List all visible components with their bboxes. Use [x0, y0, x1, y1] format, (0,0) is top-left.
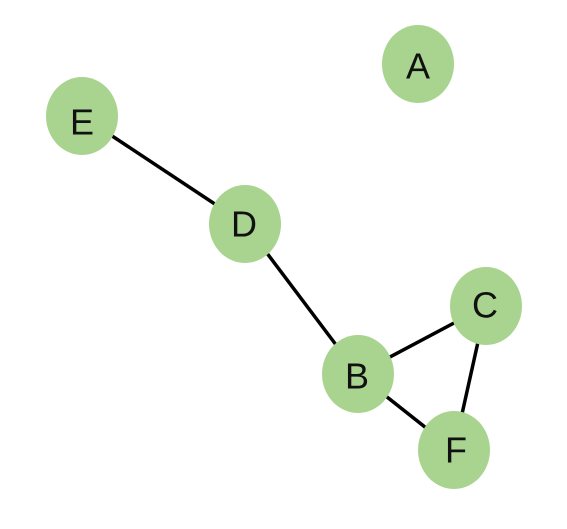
node-c-circle	[450, 267, 522, 345]
node-e-circle	[46, 77, 118, 155]
node-b-label: B	[345, 356, 369, 397]
node-d: D	[209, 185, 281, 263]
node-d-circle	[209, 185, 281, 263]
edges-layer	[81, 114, 488, 452]
node-d-label: D	[231, 204, 257, 245]
node-c-label: C	[472, 285, 498, 326]
nodes-layer: A B C D E F	[46, 25, 522, 489]
node-e-label: E	[70, 102, 94, 143]
node-c: C	[450, 267, 522, 345]
node-b-circle	[322, 335, 394, 413]
node-f-label: F	[445, 430, 467, 471]
node-a-circle	[382, 25, 454, 103]
node-f-circle	[418, 411, 490, 489]
node-a-label: A	[406, 46, 430, 87]
node-a: A	[382, 25, 454, 103]
node-f: F	[418, 411, 490, 489]
node-b: B	[322, 335, 394, 413]
node-e: E	[46, 77, 118, 155]
